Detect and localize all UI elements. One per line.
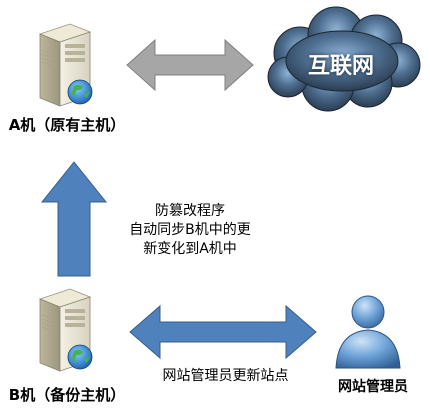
admin-update-arrow [128, 304, 318, 360]
internet-label: 互联网 [307, 54, 374, 79]
connection-arrow [125, 38, 255, 93]
sync-note-line-1: 防篡改程序 [155, 203, 225, 219]
sync-arrow-up [40, 160, 108, 278]
host-a-label: A机（原有主机） [8, 116, 126, 134]
sync-note-line-2: 自动同步B机中的更 [129, 222, 251, 238]
admin-action-label: 网站管理员更新站点 [162, 368, 289, 384]
server-b-icon [30, 285, 100, 377]
server-a-icon [30, 20, 100, 112]
sync-note-line-3: 新变化到A机中 [143, 241, 237, 257]
admin-label: 网站管理员 [338, 379, 408, 395]
host-b-label: B机（备份主机） [8, 386, 126, 404]
internet-cloud-icon [258, 5, 424, 113]
admin-user-icon [330, 292, 410, 372]
